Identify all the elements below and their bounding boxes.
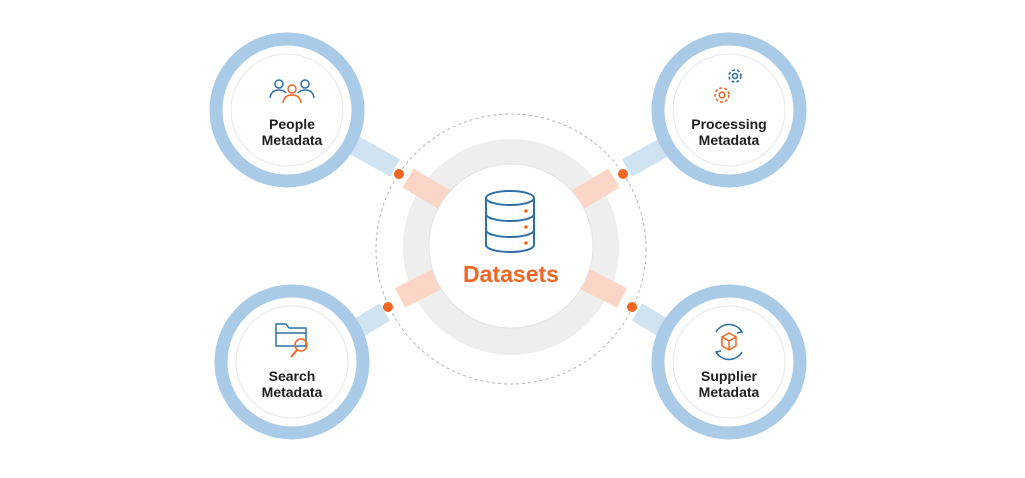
orbit-dot-people	[394, 169, 404, 179]
node-processing	[651, 32, 807, 188]
node-label-people: People Metadata	[232, 116, 352, 148]
gears-icon	[714, 69, 742, 103]
node-label-processing: Processing Metadata	[669, 116, 789, 148]
node-label-line1: People	[269, 116, 315, 132]
node-search	[214, 284, 370, 440]
node-label-line2: Metadata	[261, 132, 323, 148]
node-label-line2: Metadata	[698, 384, 760, 400]
center-circle	[428, 163, 594, 329]
node-supplier	[651, 284, 807, 440]
node-label-supplier: Supplier Metadata	[669, 368, 789, 400]
node-people	[209, 32, 365, 188]
node-label-line1: Supplier	[700, 368, 757, 384]
center-label: Datasets	[463, 261, 559, 287]
connector-orange-processing	[566, 168, 620, 213]
orbit-dot-supplier	[627, 302, 637, 312]
connector-orange-people	[402, 168, 456, 213]
folder-search-icon	[275, 323, 308, 358]
node-label-search: Search Metadata	[232, 368, 352, 400]
node-label-line2: Metadata	[698, 132, 760, 148]
node-label-line1: Search	[268, 368, 316, 384]
orbit-dot-processing	[618, 169, 628, 179]
node-label-line1: Processing	[691, 116, 767, 132]
people-icon	[269, 79, 315, 104]
box-cycle-icon	[714, 323, 744, 361]
node-label-line2: Metadata	[261, 384, 323, 400]
database-icon	[485, 190, 535, 253]
orbit-dot-search	[383, 302, 393, 312]
dashed-orbit	[375, 113, 647, 385]
